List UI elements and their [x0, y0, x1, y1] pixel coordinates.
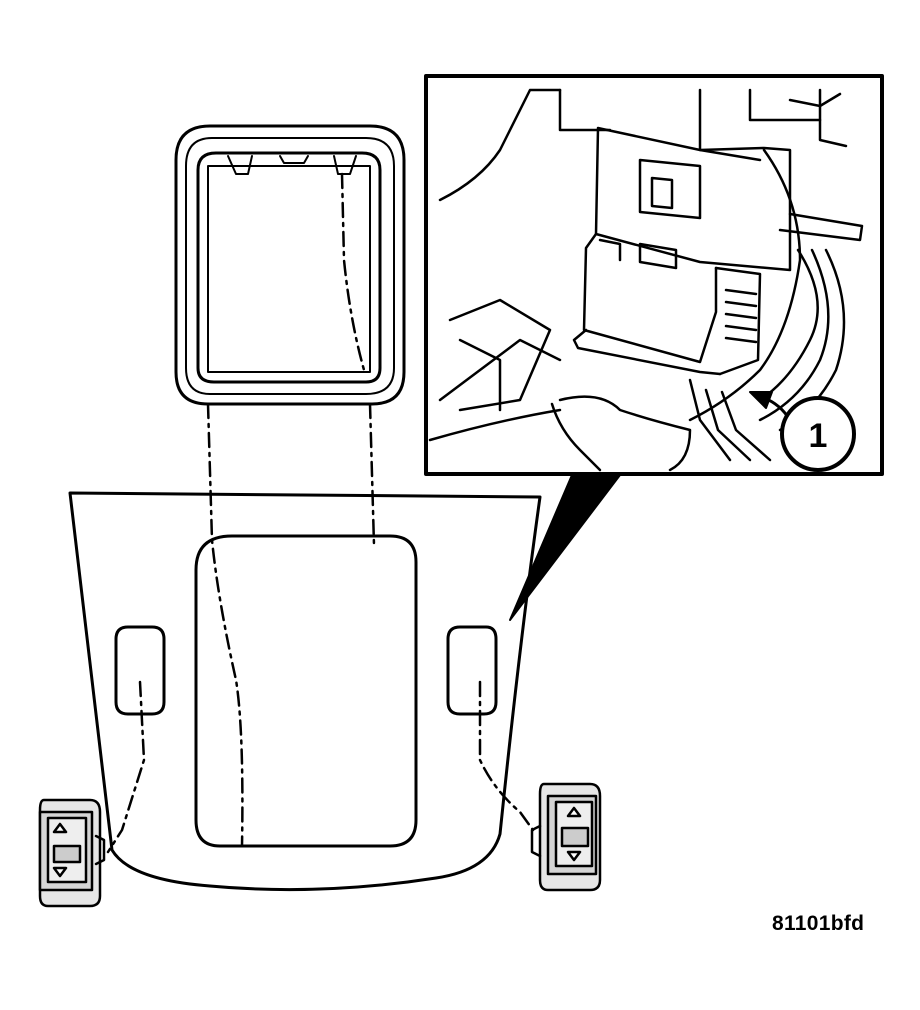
right-switch-opening [446, 625, 498, 716]
left-switch-opening [114, 625, 166, 716]
left-window-switch [38, 798, 106, 908]
right-window-switch [530, 782, 602, 892]
alignment-lines [106, 172, 535, 854]
shifter-bezel [174, 124, 406, 406]
callout-number: 1 [809, 417, 828, 455]
callout-circle [780, 396, 856, 472]
figure-id-label: 81101bfd [772, 912, 865, 935]
console-panel [68, 491, 542, 892]
detail-inset [424, 74, 884, 621]
